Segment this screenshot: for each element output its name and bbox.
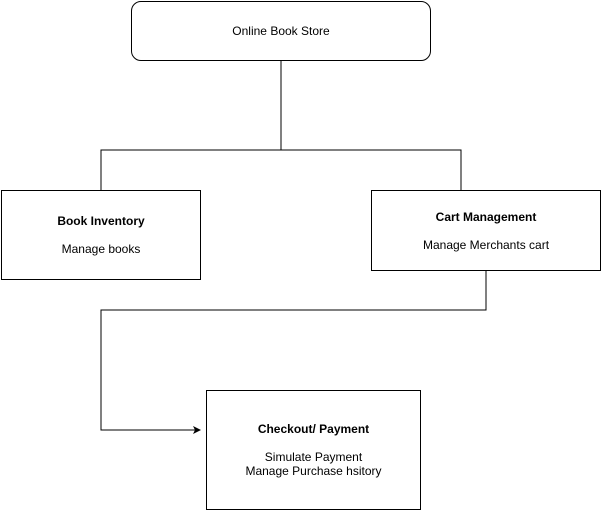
node-online-book-store-label: Online Book Store bbox=[232, 24, 330, 38]
node-checkout-payment-title: Checkout/ Payment bbox=[257, 422, 370, 436]
node-cart-management: Cart Management Manage Merchants cart bbox=[371, 190, 601, 271]
node-online-book-store: Online Book Store bbox=[131, 1, 431, 61]
node-checkout-payment-line2: Manage Purchase hsitory bbox=[245, 464, 382, 478]
node-book-inventory-line1: Manage books bbox=[61, 242, 141, 256]
node-cart-management-title: Cart Management bbox=[435, 209, 537, 224]
connector-cart-to-checkout-arrow bbox=[100, 271, 487, 434]
node-checkout-payment-line1: Simulate Payment bbox=[264, 450, 363, 464]
node-checkout-payment: Checkout/ Payment Simulate Payment Manag… bbox=[206, 390, 421, 510]
connector-branch-bar bbox=[100, 149, 462, 190]
node-book-inventory-title: Book Inventory bbox=[57, 214, 145, 228]
node-book-inventory: Book Inventory Manage books bbox=[1, 190, 201, 280]
node-cart-management-line1: Manage Merchants cart bbox=[422, 237, 550, 252]
